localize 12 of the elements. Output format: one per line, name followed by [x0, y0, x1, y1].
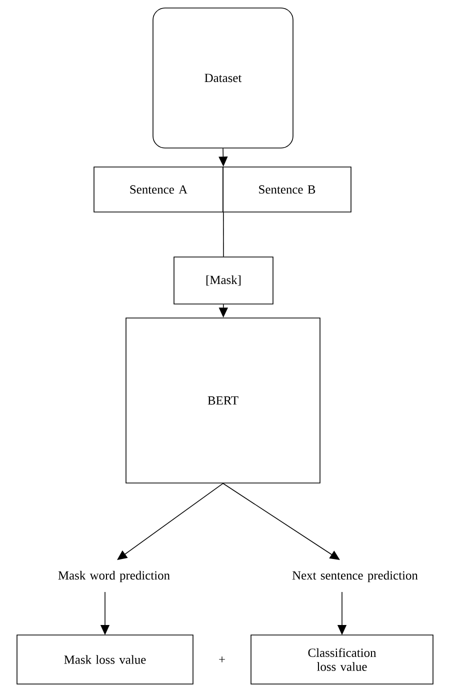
plus-sign: + — [219, 656, 225, 662]
arrow — [117, 483, 224, 560]
step-text: Next sentence prediction — [292, 570, 418, 582]
process-box: Sentence B — [222, 166, 352, 212]
step-text: Mask word prediction — [58, 570, 170, 582]
process-box: [Mask] — [174, 256, 274, 304]
process-box: Mask loss value — [16, 634, 194, 684]
arrow — [222, 483, 340, 560]
process-box: Sentence A — [94, 166, 224, 212]
process-box: Classification loss value — [250, 634, 434, 684]
dataset-box: Dataset — [152, 8, 294, 148]
process-box: BERT — [126, 318, 320, 484]
